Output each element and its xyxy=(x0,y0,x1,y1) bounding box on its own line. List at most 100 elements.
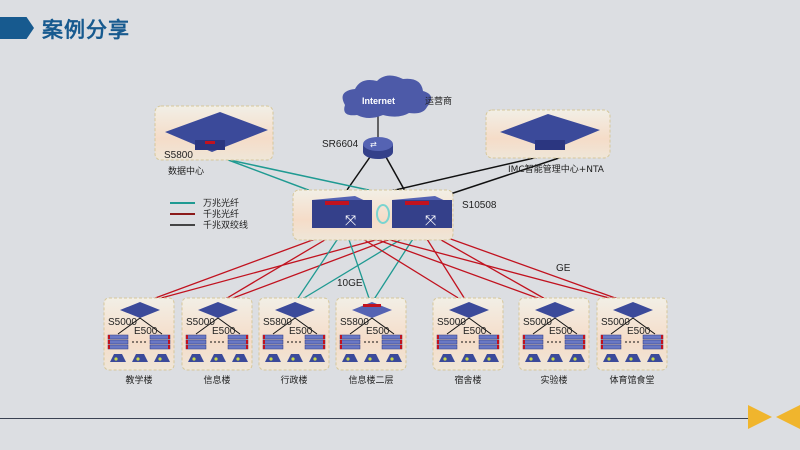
core-label: S10508 xyxy=(462,200,497,211)
pc-indicator xyxy=(465,357,469,361)
pc-indicator xyxy=(236,357,240,361)
links-layer xyxy=(138,113,633,305)
pc-icon xyxy=(232,354,248,362)
footer-divider xyxy=(0,418,752,419)
stack-link-icon xyxy=(376,204,390,224)
distribution-switch-icon xyxy=(120,302,160,318)
port-marker xyxy=(437,340,439,344)
link-label-ge: GE xyxy=(556,263,571,274)
port-marker xyxy=(108,340,110,344)
uplink-left-4 xyxy=(344,227,469,305)
page-title: 案例分享 xyxy=(42,18,130,42)
port-marker xyxy=(168,340,170,344)
distribution-switch-icon xyxy=(352,302,392,318)
pc-icon xyxy=(188,354,204,362)
building-name: 信息楼 xyxy=(203,374,230,386)
uplink-right-6 xyxy=(419,227,633,305)
pc-icon xyxy=(309,354,325,362)
access-switch-label: E500 xyxy=(212,326,236,337)
access-switch-icon xyxy=(436,339,458,345)
footer-bowtie-icon xyxy=(748,405,800,429)
access-switch-icon xyxy=(304,344,326,350)
access-link-left xyxy=(349,317,373,335)
access-switch-icon xyxy=(564,344,586,350)
legend: 万兆光纤 千兆光纤 千兆双绞线 xyxy=(170,197,248,231)
port-marker xyxy=(601,345,603,349)
distribution-switch-label: S5000 xyxy=(601,317,630,328)
uplink-right-4 xyxy=(419,227,469,305)
pc-icon xyxy=(569,354,585,362)
pc-indicator xyxy=(269,357,273,361)
pc-icon xyxy=(386,354,402,362)
port-marker xyxy=(168,335,170,339)
pc-indicator xyxy=(192,357,196,361)
access-link-right xyxy=(371,317,395,335)
server-platform-icon xyxy=(165,112,268,152)
port-marker xyxy=(437,335,439,339)
access-switch-icon xyxy=(149,344,171,350)
management-platform-icon xyxy=(500,114,600,150)
access-switch-icon xyxy=(339,334,361,340)
core-switch-icon-left: ⤧ xyxy=(312,196,372,229)
access-link-left xyxy=(272,317,296,335)
datacenter-switch-label: S5800 xyxy=(164,150,193,161)
port-marker xyxy=(323,345,325,349)
pc-indicator xyxy=(390,357,394,361)
port-marker xyxy=(400,340,402,344)
pc-icon xyxy=(625,354,641,362)
pc-icon xyxy=(525,354,541,362)
access-switch-label: E500 xyxy=(289,326,313,337)
port-marker xyxy=(323,340,325,344)
port-marker xyxy=(497,340,499,344)
port-marker xyxy=(583,345,585,349)
access-link-left xyxy=(532,317,556,335)
port-marker xyxy=(583,340,585,344)
pc-indicator xyxy=(368,357,372,361)
pc-icon xyxy=(110,354,126,362)
port-marker xyxy=(263,335,265,339)
provider-label: 运营商 xyxy=(425,95,452,107)
port-marker xyxy=(601,335,603,339)
access-switch-icon xyxy=(642,344,664,350)
port-marker xyxy=(523,335,525,339)
access-switch-icon xyxy=(381,344,403,350)
header-arrow-bar xyxy=(0,17,34,39)
access-switch-icon xyxy=(227,334,249,340)
building-box xyxy=(335,297,407,371)
building-name: 教学楼 xyxy=(125,374,152,386)
port-marker xyxy=(400,345,402,349)
pc-icon xyxy=(547,354,563,362)
access-switch-icon xyxy=(304,339,326,345)
access-switch-icon xyxy=(262,334,284,340)
pc-indicator xyxy=(629,357,633,361)
distribution-switch-label: S5000 xyxy=(186,317,215,328)
building-box xyxy=(518,297,590,371)
distribution-switch-icon xyxy=(613,302,653,318)
pc-icon xyxy=(483,354,499,362)
uplink-left-6 xyxy=(344,227,633,305)
pc-icon xyxy=(154,354,170,362)
distribution-switch-icon xyxy=(449,302,489,318)
pc-indicator xyxy=(529,357,533,361)
building-name: 宿舍楼 xyxy=(454,374,481,386)
distribution-switch-label: S5000 xyxy=(108,317,137,328)
pc-indicator xyxy=(313,357,317,361)
access-switch-icon xyxy=(262,344,284,350)
legend-label-copper: 千兆双绞线 xyxy=(203,219,248,231)
link-label-tenge: 10GE xyxy=(337,278,363,289)
port-marker xyxy=(340,335,342,339)
access-link-left xyxy=(117,317,141,335)
port-marker xyxy=(601,340,603,344)
access-switch-icon xyxy=(522,339,544,345)
port-marker xyxy=(186,335,188,339)
access-switch-label: E500 xyxy=(549,326,573,337)
access-switch-label: E500 xyxy=(134,326,158,337)
pc-icon xyxy=(647,354,663,362)
distribution-switch-label: S5800 xyxy=(263,317,292,328)
pc-indicator xyxy=(114,357,118,361)
pc-icon xyxy=(265,354,281,362)
uplink-left-5 xyxy=(344,227,555,305)
pc-icon xyxy=(132,354,148,362)
